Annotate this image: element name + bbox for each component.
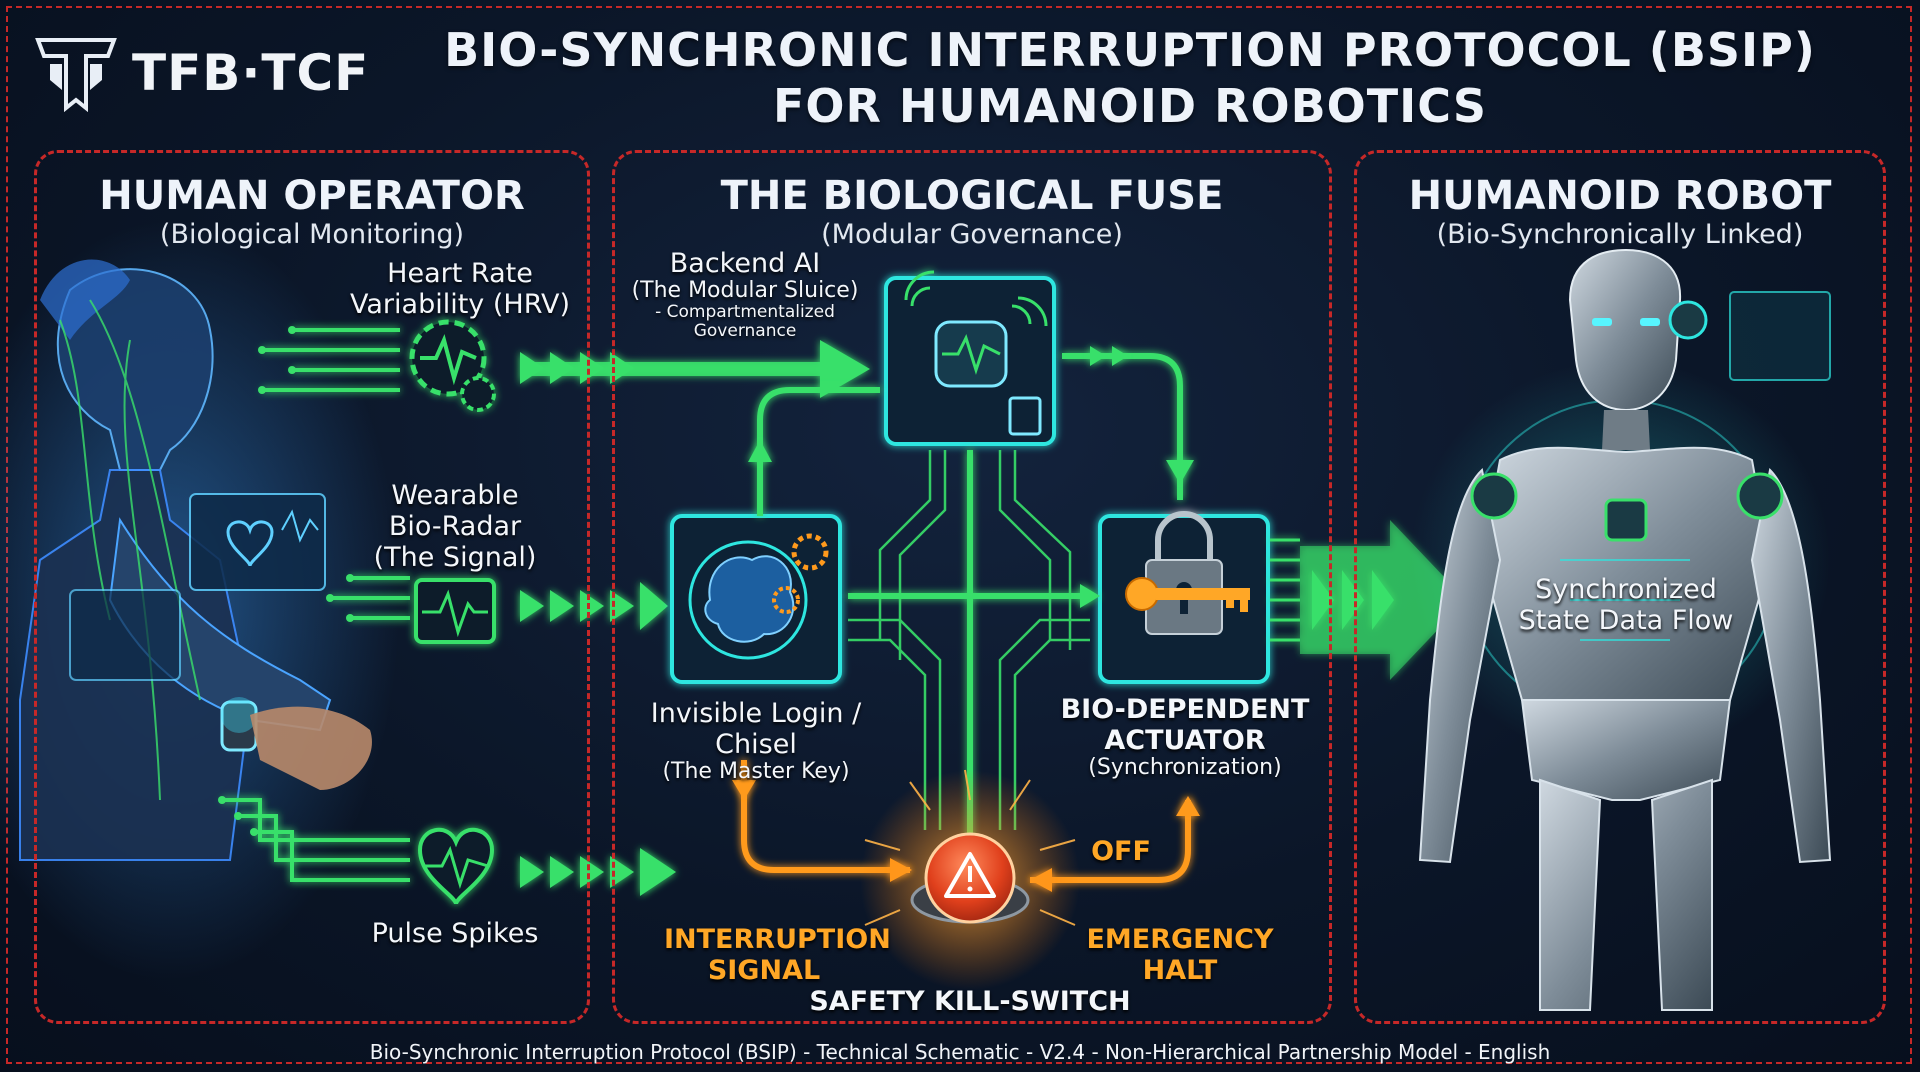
footer-caption: Bio-Synchronic Interruption Protocol (BS… [369,1040,1551,1064]
brand-shield-icon [35,38,117,112]
biological-fuse-title: THE BIOLOGICAL FUSE [720,173,1224,219]
interrupt-orange-flows [741,760,1191,883]
biological-fuse-panel: THE BIOLOGICAL FUSE (Modular Governance) [612,150,1332,1024]
backend-ai-label: Backend AI (The Modular Sluice) - Compar… [631,248,859,341]
invisible-login-module [670,514,842,684]
title-line-2: FOR HUMANOID ROBOTICS [772,79,1488,133]
hrv-label: Heart Rate Variability (HRV) [350,258,570,320]
actuator-label: BIO-DEPENDENT ACTUATOR (Synchronization) [1060,694,1310,780]
humanoid-robot-panel: HUMANOID ROBOT (Bio-Synchronically Linke… [1354,150,1886,1024]
brand-logo: TFB·TCF [34,34,369,112]
invisible-login-label: Invisible Login / Chisel (The Master Key… [650,698,862,784]
human-operator-figure [0,220,400,980]
state-data-flow-label: Synchronized State Data Flow [1518,574,1734,636]
kill-switch-label: SAFETY KILL-SWITCH [809,986,1131,1017]
human-operator-title: HUMAN OPERATOR [99,173,525,219]
emergency-halt-label: EMERGENCY HALT [1086,924,1274,986]
humanoid-robot-subtitle: (Bio-Synchronically Linked) [1436,219,1804,250]
human-operator-panel: HUMAN OPERATOR (Biological Monitoring) [34,150,590,1024]
kill-switch-button-graphic [860,769,1080,990]
heart-pulse-icon [417,827,495,905]
pulse-spikes-label: Pulse Spikes [371,918,539,949]
interruption-signal-label: INTERRUPTION SIGNAL [664,924,891,986]
actuator-module [1098,511,1270,684]
biological-fuse-subtitle: (Modular Governance) [821,219,1123,250]
fuse-green-arrowheads [748,346,1194,608]
human-operator-subtitle: (Biological Monitoring) [159,219,465,250]
fuse-circuit-bus [848,450,1090,830]
input-flow-arrows [520,340,870,896]
brand-name: TFB·TCF [132,44,370,102]
pulse-monitor-icon [414,578,496,644]
page-title: BIO-SYNCHRONIC INTERRUPTION PROTOCOL (BS… [440,22,1820,134]
title-line-1: BIO-SYNCHRONIC INTERRUPTION PROTOCOL (BS… [444,23,1816,77]
off-label: OFF [1091,836,1151,867]
humanoid-robot-figure [1410,248,1832,1011]
input-circuit-traces [222,328,410,882]
hrv-gear-icon [409,319,496,412]
bio-radar-label: Wearable Bio-Radar (The Signal) [373,480,537,573]
backend-ai-module [884,270,1056,446]
humanoid-robot-title: HUMANOID ROBOT [1408,173,1832,219]
input-trace-nodes [218,326,354,836]
